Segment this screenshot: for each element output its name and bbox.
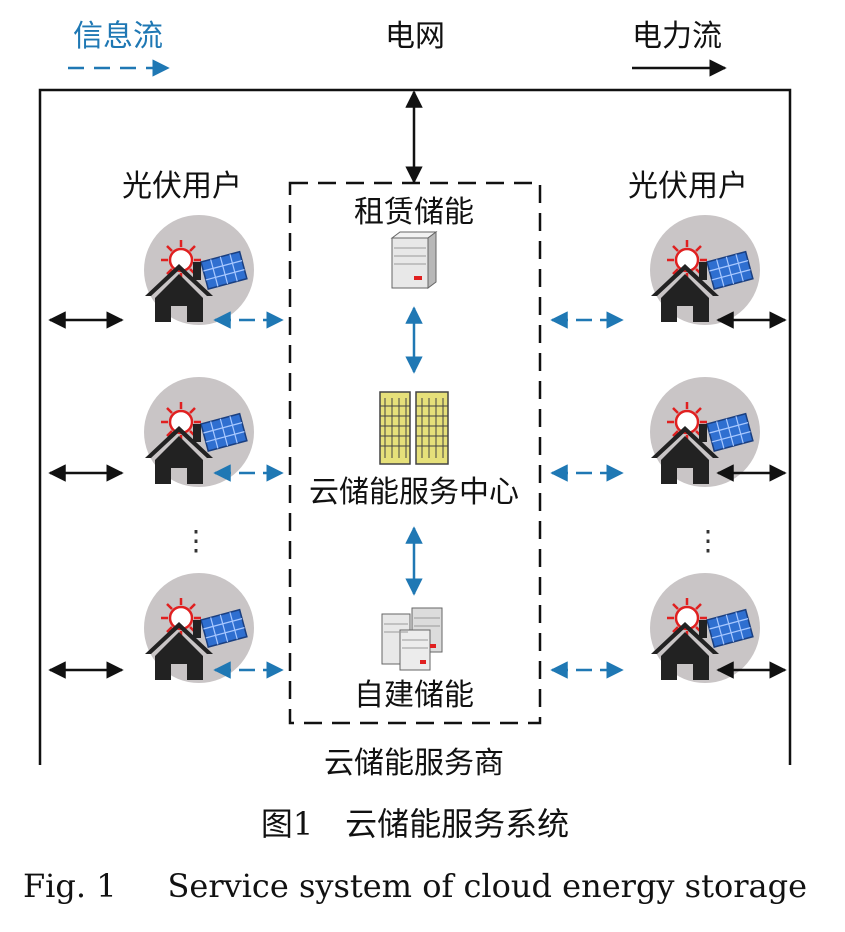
service-center-label: 云储能服务中心 bbox=[309, 475, 519, 510]
left-pv-users-title: 光伏用户 bbox=[122, 169, 242, 204]
pv-user-right-1 bbox=[648, 213, 762, 327]
grid-bus-frame bbox=[38, 88, 792, 765]
cloud-storage-provider-box bbox=[288, 181, 542, 725]
pv-user-left-3 bbox=[142, 571, 256, 685]
pv-user-right-2 bbox=[648, 375, 762, 489]
rental-storage-label: 租赁储能 bbox=[354, 195, 474, 230]
power-flow-label: 电力流 bbox=[632, 19, 722, 54]
right-ellipsis: ⋮ bbox=[694, 524, 722, 557]
building-icon bbox=[379, 391, 449, 465]
server-icon bbox=[390, 231, 438, 289]
provider-label: 云储能服务商 bbox=[324, 746, 504, 781]
pv-user-left-1 bbox=[142, 213, 256, 327]
left-ellipsis: ⋮ bbox=[182, 524, 210, 557]
info-flow-label: 信息流 bbox=[73, 19, 163, 54]
server-cluster-icon bbox=[381, 607, 443, 671]
figure-caption-en: Fig. 1 Service system of cloud energy st… bbox=[23, 867, 807, 905]
pv-user-right-3 bbox=[648, 571, 762, 685]
own-storage-label: 自建储能 bbox=[354, 678, 474, 713]
grid-label: 电网 bbox=[385, 19, 445, 54]
right-pv-users-title: 光伏用户 bbox=[628, 169, 748, 204]
figure-caption-cn: 图1 云储能服务系统 bbox=[261, 805, 569, 843]
pv-user-left-2 bbox=[142, 375, 256, 489]
